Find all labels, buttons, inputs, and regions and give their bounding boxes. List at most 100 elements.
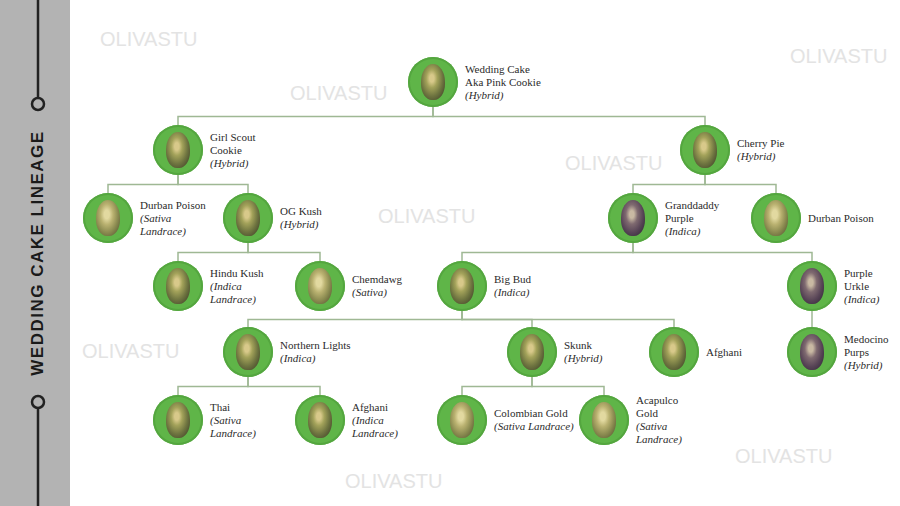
strain-type: (Sativa Landrace): [494, 420, 574, 433]
strain-circle: [787, 261, 837, 311]
strain-text: Durban Poison: [808, 212, 884, 225]
strain-name: Medocino Purps: [844, 333, 894, 359]
strain-circle: [579, 395, 629, 445]
strain-type: (Sativa Landrace): [636, 420, 696, 446]
strain-node: Durban Poison: [751, 193, 884, 243]
strain-circle: [437, 395, 487, 445]
strain-name: Hindu Kush: [210, 267, 272, 280]
lineage-connector: [178, 107, 433, 125]
watermark: OLIVASTU: [345, 470, 442, 493]
strain-text: Hindu Kush(Indica Landrace): [210, 267, 272, 306]
watermark: OLIVASTU: [82, 340, 179, 363]
strain-type: (Indica): [494, 286, 549, 299]
strain-circle: [787, 327, 837, 377]
strain-node: Chemdawg(Sativa): [295, 261, 412, 311]
strain-circle: [223, 193, 273, 243]
strain-circle: [680, 125, 730, 175]
lineage-connector: [248, 311, 462, 327]
strain-text: Colombian Gold(Sativa Landrace): [494, 407, 574, 433]
strain-circle: [408, 57, 458, 107]
strain-text: Medocino Purps(Hybrid): [844, 333, 894, 372]
strain-node: Wedding Cake Aka Pink Cookie(Hybrid): [408, 57, 547, 107]
strain-circle: [295, 395, 345, 445]
rail-ring: [32, 98, 44, 110]
strain-text: Purple Urkle(Indica): [844, 267, 892, 306]
lineage-connector: [462, 243, 633, 261]
strain-circle: [507, 327, 557, 377]
strain-node: Northern Lights(Indica): [223, 327, 362, 377]
diagram-title: WEDDING CAKE LINEAGE: [28, 130, 48, 375]
strain-node: Acapulco Gold(Sativa Landrace): [579, 394, 696, 446]
strain-name: Acapulco Gold: [636, 394, 696, 420]
lineage-connector: [433, 107, 705, 125]
strain-circle: [223, 327, 273, 377]
strain-node: Durban Poison(Sativa Landrace): [83, 193, 215, 243]
watermark: OLIVASTU: [378, 205, 475, 228]
strain-circle: [153, 125, 203, 175]
strain-text: Afghani(Indica Landrace): [352, 401, 412, 440]
strain-node: Cherry Pie(Hybrid): [680, 125, 793, 175]
strain-name: Durban Poison: [140, 199, 215, 212]
strain-circle: [153, 261, 203, 311]
strain-circle: [83, 193, 133, 243]
strain-text: Durban Poison(Sativa Landrace): [140, 199, 215, 238]
strain-text: Girl Scout Cookie(Hybrid): [210, 131, 266, 170]
strain-name: Chemdawg: [352, 273, 412, 286]
strain-type: (Hybrid): [564, 352, 619, 365]
strain-name: OG Kush: [280, 205, 335, 218]
strain-circle: [649, 327, 699, 377]
strain-text: Afghani: [706, 346, 761, 359]
strain-text: Acapulco Gold(Sativa Landrace): [636, 394, 696, 446]
watermark: OLIVASTU: [100, 28, 197, 51]
strain-name: Wedding Cake Aka Pink Cookie: [465, 63, 547, 89]
rail-ring: [32, 396, 44, 408]
strain-circle: [437, 261, 487, 311]
strain-text: Cherry Pie(Hybrid): [737, 137, 793, 163]
lineage-connector: [108, 175, 178, 193]
strain-circle: [153, 395, 203, 445]
strain-name: Durban Poison: [808, 212, 884, 225]
watermark: OLIVASTU: [735, 445, 832, 468]
rail-line: [37, 408, 40, 506]
strain-text: Thai(Sativa Landrace): [210, 401, 268, 440]
strain-type: (Indica): [280, 352, 362, 365]
strain-node: OG Kush(Hybrid): [223, 193, 335, 243]
strain-node: Girl Scout Cookie(Hybrid): [153, 125, 266, 175]
strain-circle: [295, 261, 345, 311]
strain-node: Afghani: [649, 327, 761, 377]
watermark: OLIVASTU: [565, 152, 662, 175]
lineage-connector: [811, 311, 813, 327]
lineage-connector: [178, 175, 248, 193]
strain-node: Big Bud(Indica): [437, 261, 549, 311]
lineage-connector: [705, 175, 776, 193]
strain-name: Thai: [210, 401, 268, 414]
strain-circle: [608, 193, 658, 243]
strain-type: (Indica): [844, 293, 892, 306]
strain-name: Granddaddy Purple: [665, 199, 727, 225]
strain-text: Wedding Cake Aka Pink Cookie(Hybrid): [465, 63, 547, 102]
rail-line: [37, 0, 40, 98]
strain-text: Chemdawg(Sativa): [352, 273, 412, 299]
strain-node: Hindu Kush(Indica Landrace): [153, 261, 272, 311]
lineage-connector: [178, 377, 248, 395]
strain-name: Skunk: [564, 339, 619, 352]
lineage-connector: [633, 175, 705, 193]
strain-name: Colombian Gold: [494, 407, 574, 420]
strain-node: Granddaddy Purple(Indica): [608, 193, 727, 243]
strain-node: Skunk(Hybrid): [507, 327, 619, 377]
strain-name: Afghani: [352, 401, 412, 414]
lineage-connector: [633, 243, 812, 261]
strain-node: Afghani(Indica Landrace): [295, 395, 412, 445]
lineage-connector: [462, 311, 674, 327]
strain-circle: [751, 193, 801, 243]
lineage-connector: [248, 377, 320, 395]
strain-name: Afghani: [706, 346, 761, 359]
strain-name: Cherry Pie: [737, 137, 793, 150]
strain-type: (Indica): [665, 225, 727, 238]
strain-type: (Indica Landrace): [210, 280, 272, 306]
strain-type: (Hybrid): [465, 89, 547, 102]
side-band: [0, 0, 70, 506]
strain-text: OG Kush(Hybrid): [280, 205, 335, 231]
watermark: OLIVASTU: [290, 82, 387, 105]
watermark: OLIVASTU: [790, 45, 887, 68]
